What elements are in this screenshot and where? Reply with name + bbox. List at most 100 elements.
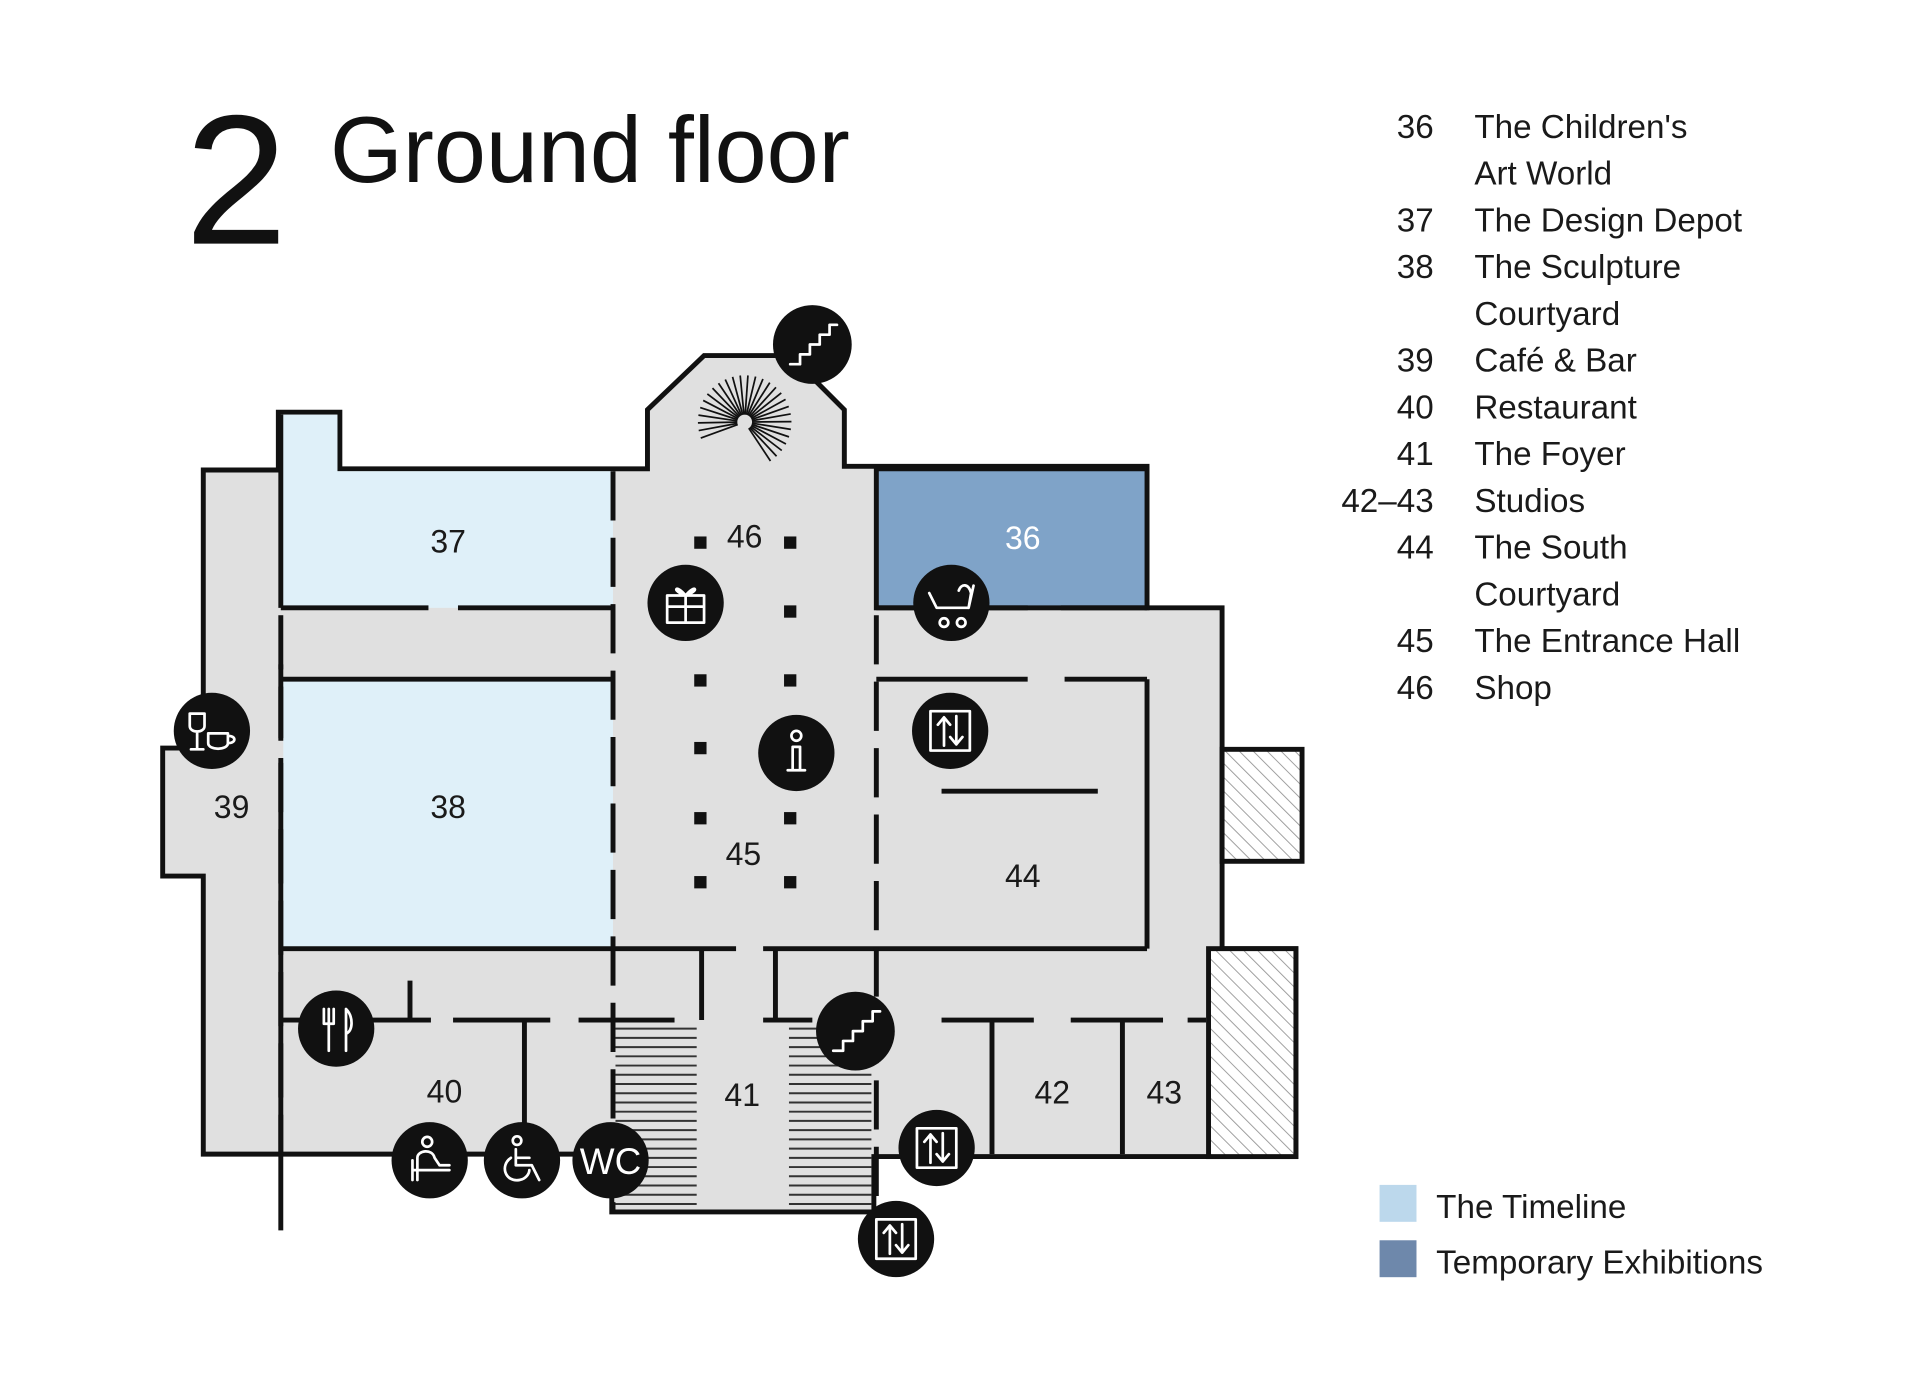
directory-label: The South	[1474, 530, 1627, 567]
gift-shop-icon[interactable]	[647, 564, 724, 642]
sunburst-ray	[706, 393, 740, 419]
sunburst-ray	[697, 421, 738, 424]
directory-number: 44	[1397, 530, 1434, 567]
directory-number: 36	[1397, 109, 1434, 146]
column	[784, 674, 797, 687]
stairs-icon[interactable]	[772, 305, 852, 384]
elevator-icon[interactable]	[898, 1109, 975, 1187]
room-label-39: 39	[214, 789, 250, 825]
stairs-icon[interactable]	[816, 991, 895, 1071]
information-icon[interactable]	[758, 714, 835, 792]
legend-label-temporary: Temporary Exhibitions	[1436, 1244, 1763, 1281]
wc-icon[interactable]: WC	[572, 1122, 649, 1199]
sunburst-ray	[745, 376, 757, 416]
directory-label: Restaurant	[1474, 389, 1637, 426]
directory-label: The Design Depot	[1474, 202, 1742, 239]
sunburst-ray	[700, 423, 739, 439]
dashed-walls	[610, 471, 879, 1212]
sunburst-ray	[698, 422, 738, 432]
room-label-44: 44	[1005, 858, 1041, 894]
room-label-41: 41	[724, 1077, 760, 1113]
sunburst-ray	[717, 382, 742, 417]
directory-number: 45	[1397, 623, 1434, 660]
room-label-46: 46	[727, 519, 763, 555]
elevator-icon[interactable]	[857, 1200, 935, 1278]
directory-label: Café & Bar	[1474, 343, 1636, 380]
room-label-36: 36	[1005, 520, 1041, 556]
sunburst-ray	[731, 376, 744, 416]
room-38[interactable]	[283, 680, 614, 949]
directory-label: The Children's	[1474, 109, 1687, 146]
directory-label: The Sculpture	[1474, 249, 1681, 286]
sunburst-ray	[702, 399, 739, 420]
sunburst-ray	[750, 398, 786, 420]
sunburst-ray	[747, 382, 771, 417]
room-label-42: 42	[1034, 1075, 1070, 1111]
directory-label: Courtyard	[1474, 296, 1620, 333]
wc-label: WC	[580, 1141, 642, 1182]
directory-number: 39	[1397, 343, 1434, 380]
sunburst-ray	[751, 422, 791, 431]
room-label-43: 43	[1146, 1075, 1182, 1111]
sunburst-ray	[748, 427, 772, 462]
room-label-38: 38	[430, 789, 466, 825]
directory-label: Shop	[1474, 670, 1552, 707]
room-label-45: 45	[726, 836, 762, 872]
legend-swatch-timeline	[1379, 1184, 1417, 1222]
directory-label: Courtyard	[1474, 576, 1620, 613]
sunburst-ray	[749, 392, 782, 419]
sculpture-sunburst	[697, 375, 792, 462]
sunburst-ray	[699, 406, 738, 421]
column	[694, 876, 707, 889]
column	[694, 741, 707, 755]
legend-swatch-temporary	[1379, 1240, 1417, 1278]
directory-number: 46	[1397, 670, 1434, 707]
directory-label: Art World	[1474, 156, 1612, 193]
column	[784, 812, 797, 825]
directory-number: 40	[1397, 389, 1434, 426]
sunburst-ray	[748, 386, 777, 418]
sunburst-ray	[750, 424, 787, 445]
sunburst-ray	[746, 378, 764, 416]
wheelchair-icon[interactable]	[483, 1122, 561, 1199]
sunburst-ray	[751, 413, 791, 422]
directory-number: 37	[1397, 202, 1434, 239]
sunburst-ray	[698, 414, 738, 422]
room-37-annex	[280, 414, 338, 474]
baby-change-icon[interactable]	[391, 1122, 468, 1199]
sunburst-ray	[750, 425, 783, 452]
column	[784, 536, 797, 549]
room-label-40: 40	[427, 1073, 463, 1109]
restaurant-icon[interactable]	[298, 990, 375, 1067]
room-label-37: 37	[430, 523, 466, 559]
columns	[694, 536, 797, 889]
directory-number: 41	[1397, 436, 1434, 473]
column	[694, 674, 707, 687]
column	[694, 812, 707, 825]
column	[694, 536, 707, 549]
sunburst-ray	[739, 375, 745, 415]
sunburst-ray	[751, 405, 790, 421]
floor-number: 2	[185, 78, 288, 284]
column	[784, 605, 797, 618]
hatched-area	[1206, 946, 1299, 1160]
directory-label: The Foyer	[1474, 436, 1625, 473]
room-37[interactable]	[280, 471, 614, 608]
sunburst-ray	[749, 426, 778, 457]
directory-number: 38	[1397, 249, 1434, 286]
directory-label: The Entrance Hall	[1474, 623, 1740, 660]
legend-label-timeline: The Timeline	[1436, 1189, 1626, 1226]
sunburst-ray	[744, 375, 749, 415]
sunburst-ray	[711, 387, 741, 418]
cafe-bar-icon[interactable]	[173, 692, 251, 770]
directory-label: Studios	[1474, 483, 1585, 520]
sunburst-ray	[724, 379, 743, 416]
elevator-icon[interactable]	[912, 692, 989, 770]
column	[784, 876, 797, 889]
floor-title: Ground floor	[330, 97, 850, 202]
stroller-icon[interactable]	[913, 564, 990, 642]
directory-number: 42–43	[1341, 483, 1433, 520]
hatched-area	[1219, 746, 1305, 864]
